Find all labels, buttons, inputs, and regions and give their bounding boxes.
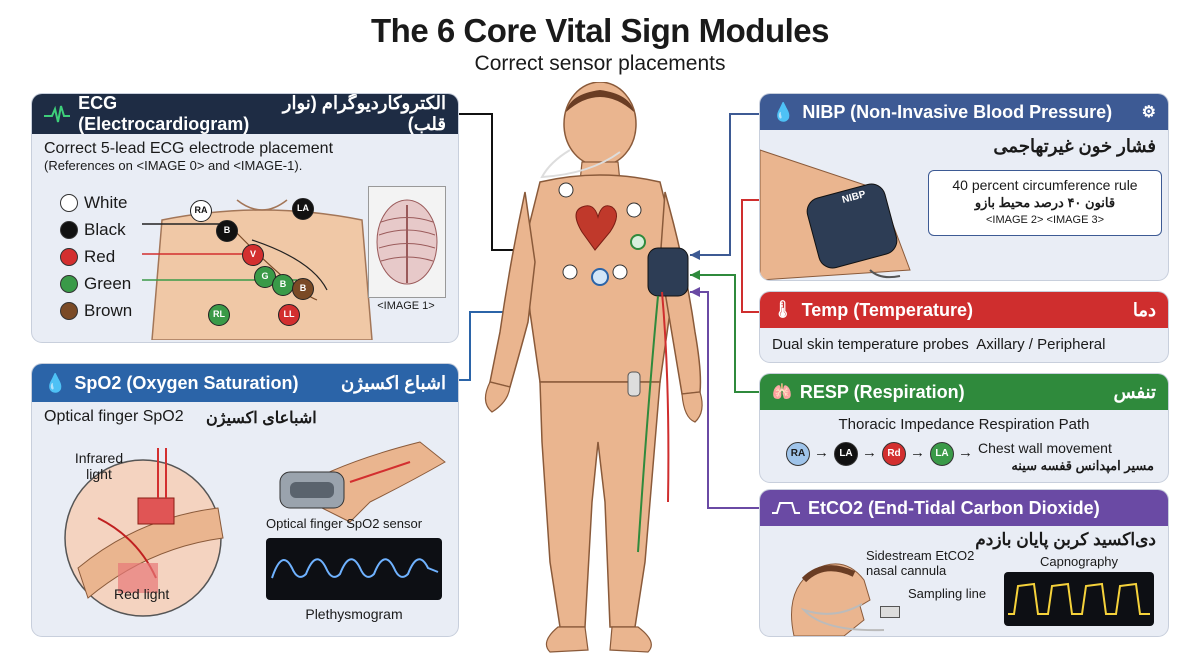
legend-black-label: Black (84, 220, 126, 239)
ecg-title: ECG (Electrocardiogram) (78, 94, 250, 134)
nibp-header: 💧 NIBP (Non-Invasive Blood Pressure) ⚙ (760, 94, 1168, 130)
etco2-title: EtCO2 (End-Tidal Carbon Dioxide) (808, 497, 1100, 518)
ribcage-image (368, 186, 446, 298)
ecg-wave-icon (44, 105, 71, 123)
page-subtitle: Correct sensor placements (474, 52, 726, 75)
chain-node-ra: RA (786, 442, 810, 466)
ecg-description: Correct 5-lead ECG electrode placement (44, 140, 334, 157)
temp-header: 🌡 Temp (Temperature) دما (760, 292, 1168, 328)
human-figure (484, 82, 703, 653)
resp-title-fa: تنفس (1113, 381, 1157, 402)
drop-icon: 💧 (44, 372, 67, 393)
capnogram-icon (772, 502, 800, 514)
cannula-label: Sidestream EtCO2 nasal cannula (866, 548, 975, 578)
chain-arrow-1: → (814, 444, 829, 461)
thermometer-icon: 🌡 (772, 300, 794, 319)
electrode-b: B (216, 220, 238, 242)
chain-arrow-3: → (910, 444, 925, 461)
legend-red-label: Red (84, 247, 116, 266)
electrode-rl: RL (208, 304, 230, 326)
resp-path-title: Thoracic Impedance Respiration Path (838, 416, 1090, 433)
legend-brown-dot (60, 302, 78, 320)
etco2-title-fa: دی‌اکسید کربن پایان بازدم (975, 530, 1156, 549)
capnography-screen (1004, 572, 1154, 626)
rule-text: 40 percent circumference rule (952, 177, 1138, 193)
spo2-header: 💧 SpO2 (Oxygen Saturation) اشباع اکسیژن (32, 364, 458, 402)
chest-movement: Chest wall movement (978, 440, 1112, 456)
sampling-connector (880, 606, 900, 618)
ecg-image-ref: <IMAGE 1> (377, 300, 435, 312)
capnography-waveform (1008, 582, 1150, 615)
nibp-title-fa: فشار خون غیرتهاجمی (993, 136, 1156, 156)
page-title: The 6 Core Vital Sign Modules (371, 12, 829, 49)
ecg-title-fa: الکتروکاردیوگرام (نوار قلب) (282, 94, 446, 134)
chain-node-rd: Rd (882, 442, 906, 466)
finger-cross-section (64, 448, 224, 617)
drop-icon: 💧 (772, 101, 795, 122)
electrode-la: LA (292, 198, 314, 220)
temp-panel: 🌡 Temp (Temperature) دما Dual skin tempe… (760, 292, 1168, 362)
legend-black-dot (60, 221, 78, 239)
temp-text: Dual skin temperature probes Axillary / … (772, 336, 1106, 353)
lungs-icon: 🫁 (772, 384, 792, 401)
temp-title-fa: دما (1132, 299, 1156, 320)
electrode-ra: RA (190, 200, 212, 222)
ribcage-icon (376, 199, 438, 285)
pleth-waveform (271, 558, 439, 579)
resp-title: RESP (Respiration) (799, 381, 965, 402)
red-light-label: Red light (114, 586, 170, 602)
chain-node-la: LA (834, 442, 858, 466)
legend-red-dot (60, 248, 78, 266)
legend-white-dot (60, 194, 78, 212)
chain-arrow-2: → (862, 444, 877, 461)
etco2-panel: EtCO2 (End-Tidal Carbon Dioxide) دی‌اکسی… (760, 490, 1168, 636)
electrode-ll: LL (278, 304, 300, 326)
resp-header: 🫁 RESP (Respiration) تنفس (760, 374, 1168, 410)
ecg-header: ECG (Electrocardiogram) الکتروکاردیوگرام… (32, 94, 458, 134)
face-cannula-illustration (791, 563, 884, 636)
ecg-reference: (References on <IMAGE 0> and <IMAGE-1). (44, 158, 303, 173)
ecg-panel: ECG (Electrocardiogram) الکتروکاردیوگرام… (32, 94, 458, 342)
chest-movement-fa: مسیر امپدانس قفسه سینه (1011, 458, 1154, 473)
sampling-label: Sampling line (908, 586, 987, 601)
sensor-label: Optical finger SpO2 sensor (266, 516, 423, 531)
spo2-subtitle: Optical finger SpO2 (44, 408, 184, 425)
rule-text-fa: قانون ۴۰ درصد محیط بازو (974, 195, 1116, 210)
spo2-subtitle-fa: اشباعای اکسیژن (206, 410, 317, 427)
temp-title: Temp (Temperature) (801, 299, 973, 320)
electrode-b-brown: B (292, 278, 314, 300)
infrared-label: Infrared light (74, 450, 124, 482)
electrode-v: V (242, 244, 264, 266)
resp-panel: 🫁 RESP (Respiration) تنفس Thoracic Imped… (760, 374, 1168, 482)
gear-icon: ⚙ (1141, 104, 1156, 121)
legend-green-label: Green (84, 274, 132, 293)
capnography-label: Capnography (1039, 554, 1119, 569)
legend-brown-label: Brown (84, 301, 133, 320)
electrode-b-green: B (272, 274, 294, 296)
pleth-label: Plethysmogram (305, 606, 403, 622)
nibp-panel: 💧 NIBP (Non-Invasive Blood Pressure) ⚙ ف… (760, 94, 1168, 280)
etco2-header: EtCO2 (End-Tidal Carbon Dioxide) (760, 490, 1168, 526)
arm-cuff-illustration (760, 149, 911, 280)
rule-callout: 40 percent circumference rule قانون ۴۰ د… (928, 170, 1162, 236)
chain-arrow-4: → (958, 444, 973, 461)
nibp-image-ref: <IMAGE 2> <IMAGE 3> (986, 214, 1104, 226)
spo2-panel: 💧 SpO2 (Oxygen Saturation) اشباع اکسیژن … (32, 364, 458, 636)
nibp-title: NIBP (Non-Invasive Blood Pressure) (802, 101, 1113, 122)
spo2-title: SpO2 (Oxygen Saturation) (74, 372, 299, 393)
pleth-screen (266, 538, 442, 600)
legend-white-label: White (84, 193, 128, 212)
spo2-title-fa: اشباع اکسیژن (341, 372, 446, 393)
legend-green-dot (60, 275, 78, 293)
finger-sensor-illustration (279, 441, 446, 523)
chain-node-la-2: LA (930, 442, 954, 466)
